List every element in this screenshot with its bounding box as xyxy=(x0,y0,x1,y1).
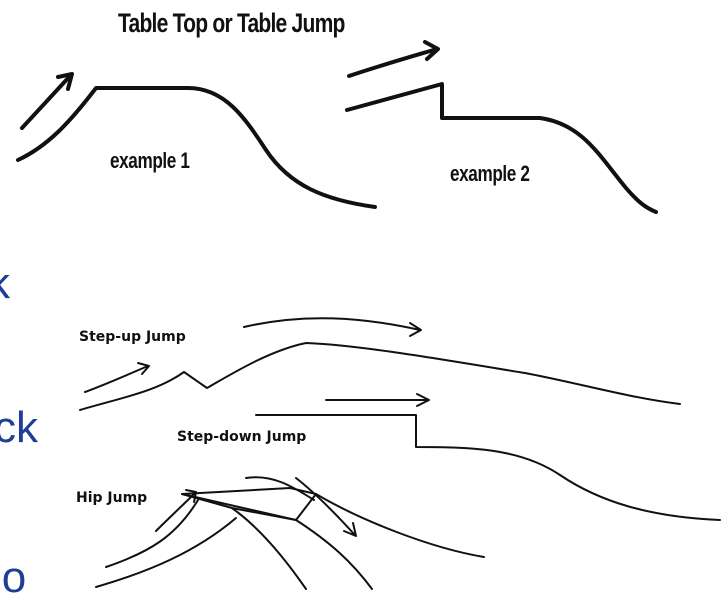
hip-upper-curve xyxy=(245,476,315,501)
step-up-arrow-lower-head xyxy=(137,362,150,375)
step-down-diagram xyxy=(255,393,721,521)
example-2-label: example 2 xyxy=(450,161,530,186)
diagram-title: Table Top or Table Jump xyxy=(118,8,345,38)
step-up-arrow-upper xyxy=(243,317,421,331)
hip-arrow-head xyxy=(185,489,197,503)
step-down-profile xyxy=(255,414,721,521)
step-down-jump-label: Step-down Jump xyxy=(177,429,307,445)
step-up-diagram xyxy=(79,317,681,411)
hip-right-arrow-head xyxy=(343,522,357,537)
step-up-arrow-upper-head xyxy=(409,322,422,337)
hip-jump-diagram xyxy=(95,476,485,590)
left-fragment-3: io xyxy=(0,553,27,602)
example-1-arrow xyxy=(20,74,72,130)
hip-lower-profile xyxy=(95,517,237,588)
hip-top-outline xyxy=(181,487,317,521)
hip-arrow xyxy=(155,493,195,532)
example-1-label: example 1 xyxy=(110,148,190,173)
example-2-arrow-head xyxy=(423,40,440,61)
example-1-ramp-line xyxy=(16,86,377,209)
left-fragment-1: k xyxy=(0,262,10,306)
hip-right-arrow xyxy=(295,477,355,535)
step-up-arrow-lower xyxy=(84,365,149,393)
hip-jump-label: Hip Jump xyxy=(76,490,148,506)
example-2-arrow xyxy=(347,47,439,78)
hip-center-line xyxy=(181,493,297,521)
example-1-arrow-head xyxy=(56,72,74,91)
hip-landing-slope xyxy=(315,493,485,558)
hip-side-slope xyxy=(295,519,373,590)
left-fragment-2: ck xyxy=(0,403,38,452)
step-up-jump-label: Step-up Jump xyxy=(79,329,186,345)
table-top-diagram xyxy=(16,40,658,214)
hip-left-slope xyxy=(231,507,307,590)
example-2-ramp-line xyxy=(345,82,658,214)
step-down-arrow-head xyxy=(416,393,430,407)
hip-ramp-line xyxy=(105,499,199,568)
step-up-profile xyxy=(79,342,681,411)
